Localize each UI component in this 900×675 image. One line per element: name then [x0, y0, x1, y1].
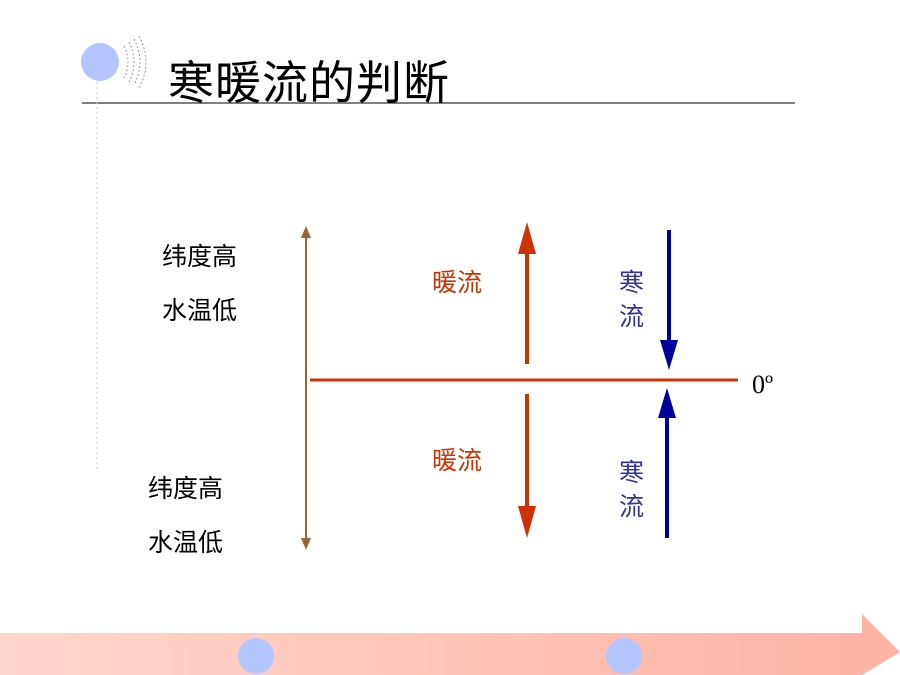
cold-current-south-label: 寒流: [619, 458, 645, 521]
decor-circle-header: [81, 43, 119, 81]
warm-current-south-arrow: [518, 394, 536, 538]
decor-circle-footer-right: [606, 638, 642, 674]
north-latitude-label: 纬度高: [162, 242, 238, 271]
page-title: 寒暖流的判断: [168, 56, 450, 110]
footer-arrow-band: [0, 614, 900, 675]
latitude-axis: [301, 226, 311, 550]
south-temperature-label: 水温低: [148, 528, 224, 557]
cold-current-north-arrow: [660, 230, 678, 370]
warm-current-north-label: 暖流: [432, 268, 483, 297]
warm-current-south-label: 暖流: [432, 446, 483, 475]
decor-wave-lines: [123, 35, 147, 89]
north-temperature-label: 水温低: [162, 296, 238, 325]
decor-circle-footer-left: [238, 638, 274, 674]
cold-current-south-arrow: [658, 388, 676, 538]
equator-label: 0º: [752, 370, 774, 399]
south-latitude-label: 纬度高: [148, 474, 224, 503]
warm-current-north-arrow: [518, 222, 536, 364]
cold-current-north-label: 寒流: [619, 268, 645, 331]
